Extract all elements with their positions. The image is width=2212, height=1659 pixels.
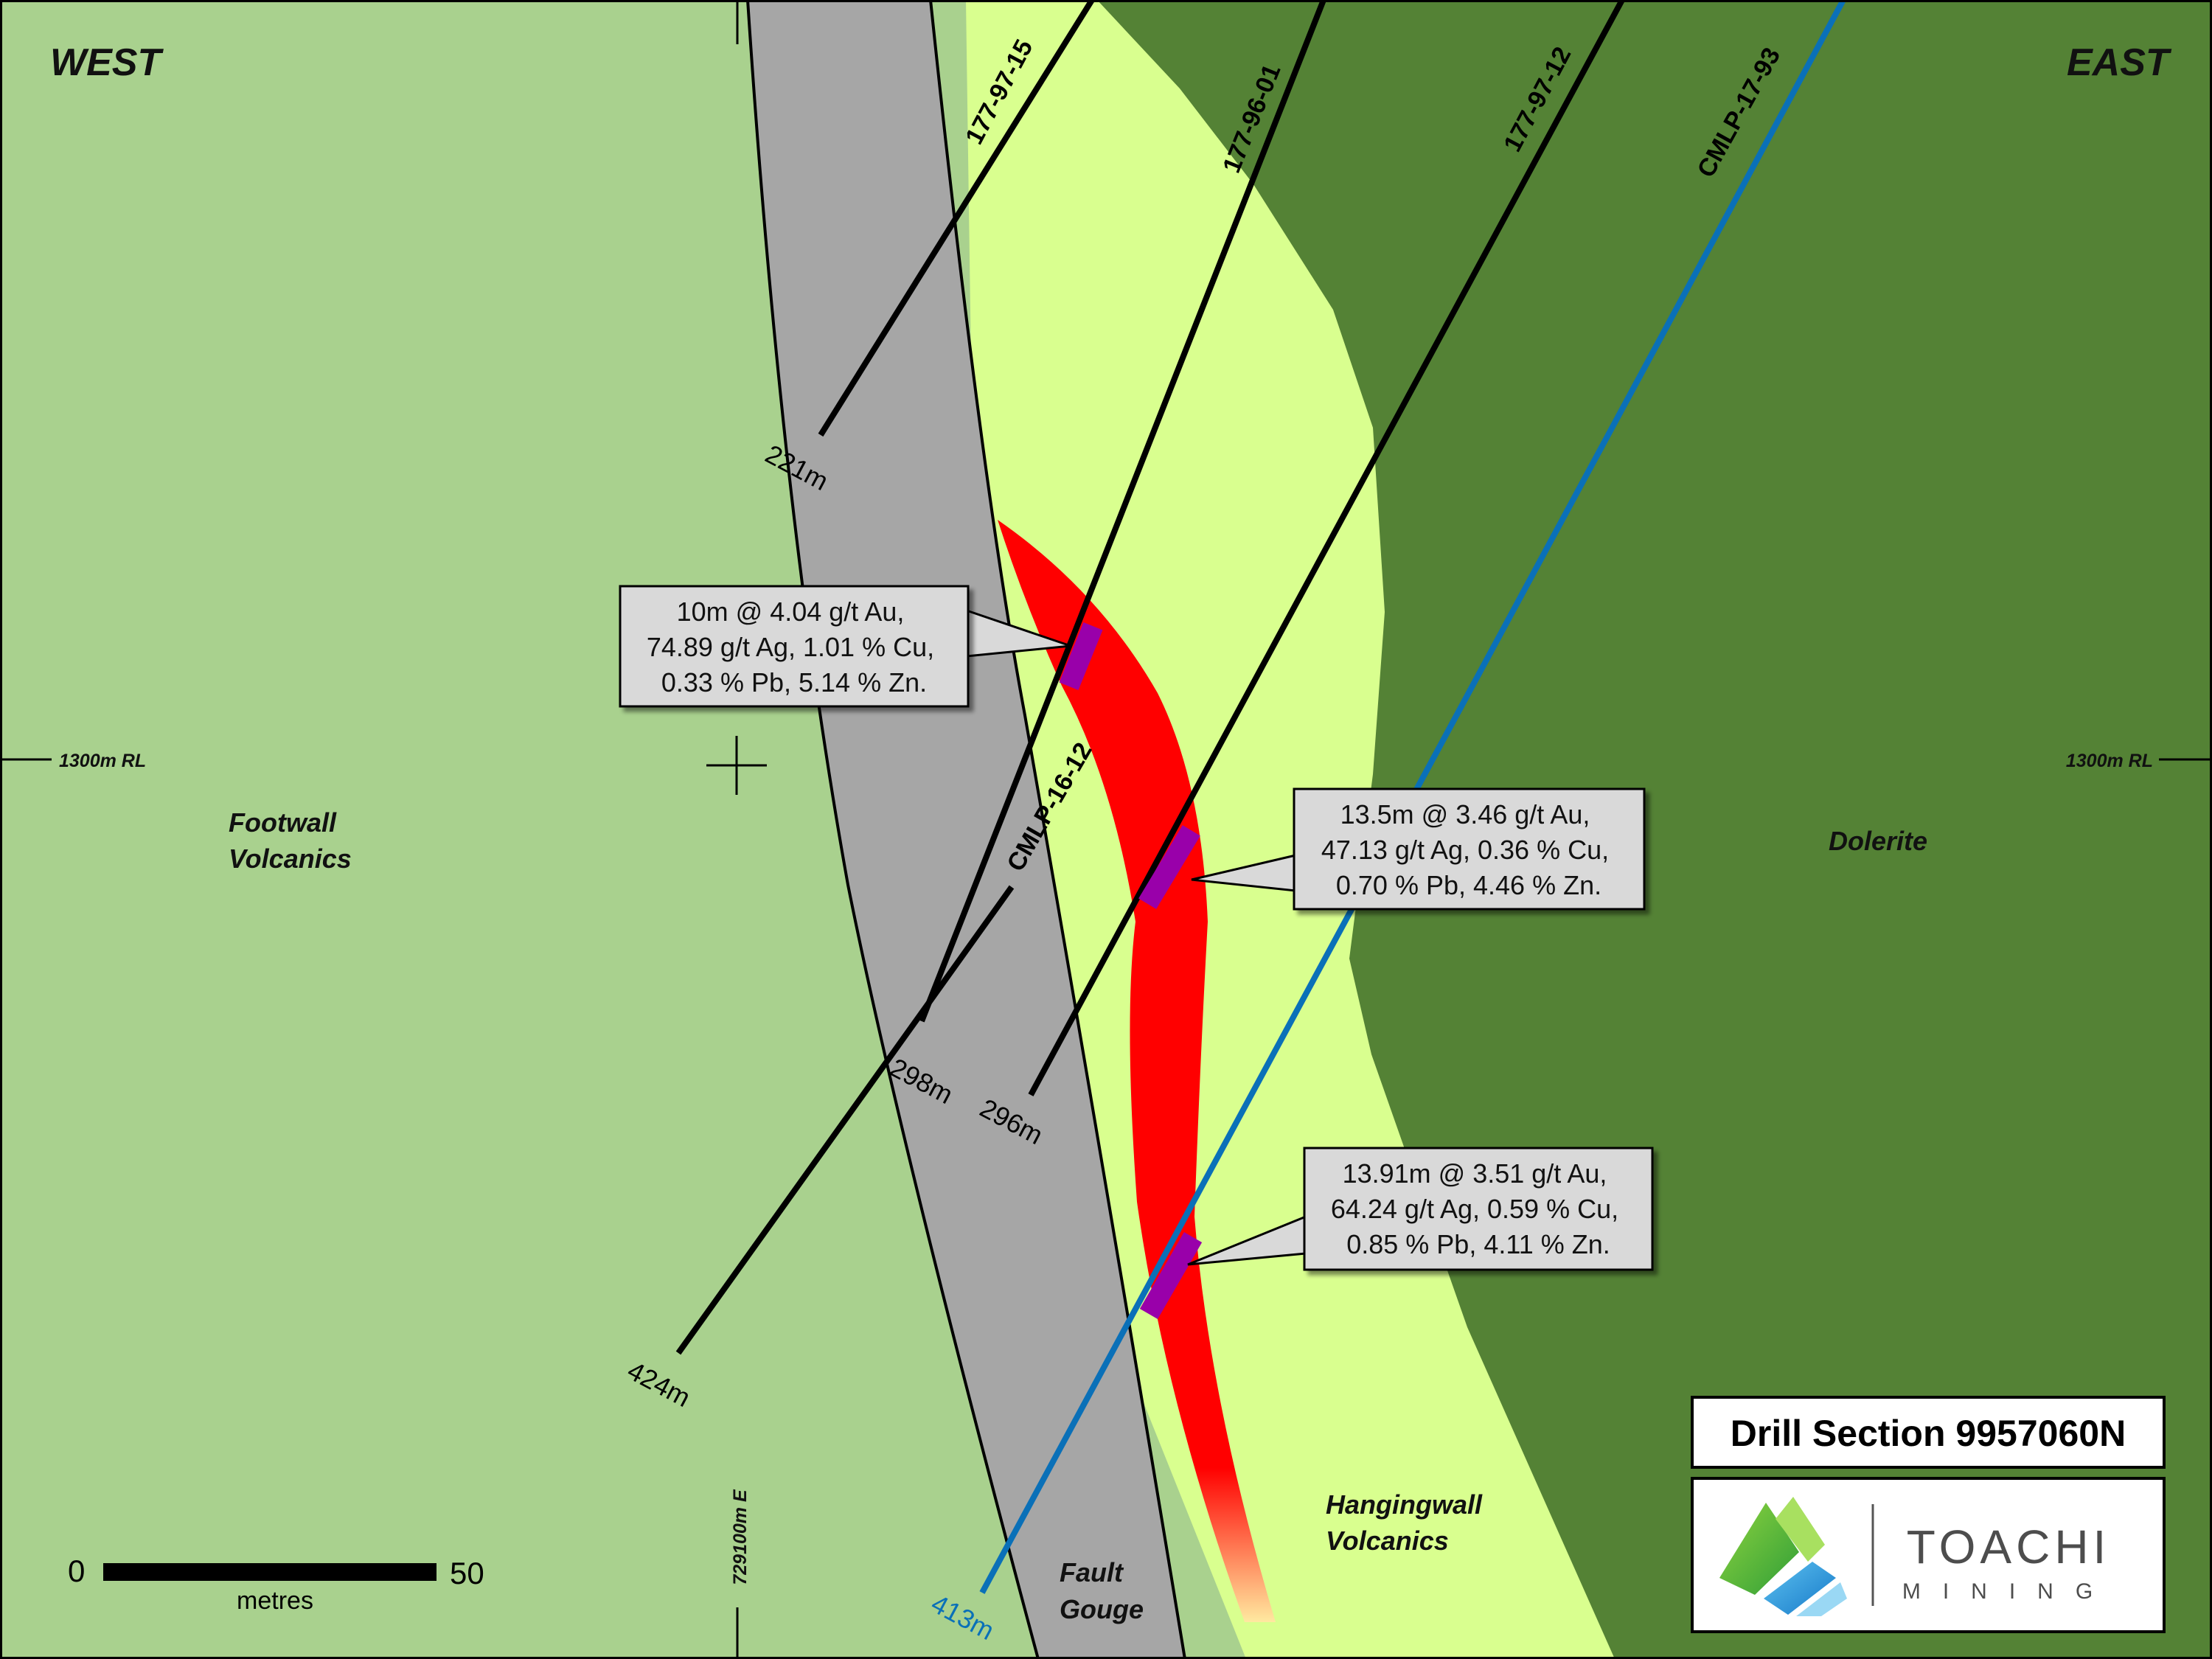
callout-2-line-3: 0.70 % Pb, 4.46 % Zn.: [1336, 870, 1601, 900]
callout-1-line-2: 74.89 g/t Ag, 1.01 % Cu,: [647, 632, 934, 662]
easting-label: 729100m E: [730, 1489, 751, 1585]
scale-max-label: 50: [450, 1556, 484, 1590]
scale-bar: [103, 1563, 437, 1581]
drill-hole-cmlp-16-12: [675, 885, 1015, 1355]
svg-text:13.5m @ 3.46 g/t Au, 47.13: 13.5m @ 3.46 g/t Au, 47.13 g/t Ag, 0.36 …: [1321, 799, 1616, 900]
callout-2-line-2: 47.13 g/t Ag, 0.36 % Cu,: [1321, 835, 1609, 865]
callout-1-line-1: 10m @ 4.04 g/t Au,: [677, 597, 905, 627]
callout-3-line-1: 13.91m @ 3.51 g/t Au,: [1343, 1158, 1607, 1189]
intercept-marker-3: [1139, 1232, 1203, 1319]
west-label: WEST: [50, 41, 164, 84]
drill-hole-177-96-01: [919, 0, 1326, 1023]
drill-hole-177-97-15: [818, 0, 1095, 437]
callout-1-line-3: 0.33 % Pb, 5.14 % Zn.: [661, 667, 927, 698]
rl-label-right: 1300m RL: [2066, 751, 2153, 771]
mineralised-lens: [998, 520, 1276, 1622]
hangingwall-label-line-2: Volcanics: [1326, 1526, 1449, 1556]
callout-3-line-3: 0.85 % Pb, 4.11 % Zn.: [1346, 1229, 1610, 1259]
footwall-label-line-2: Volcanics: [229, 844, 352, 874]
intercept-callout-1: [619, 585, 970, 708]
section-title: Drill Section 9957060N: [1731, 1413, 2126, 1454]
fault-label-line-1: Fault: [1060, 1557, 1124, 1587]
footwall-label-line-1: Footwall: [229, 807, 337, 838]
rl-label-left: 1300m RL: [59, 751, 146, 771]
dolerite-label: Dolerite: [1829, 826, 1927, 856]
hangingwall-label-line-1: Hangingwall: [1326, 1489, 1483, 1520]
callout-3-line-2: 64.24 g/t Ag, 0.59 % Cu,: [1331, 1194, 1618, 1224]
callout-2-line-1: 13.5m @ 3.46 g/t Au,: [1340, 799, 1590, 830]
dolerite-region: [1097, 0, 2212, 1659]
toachi-logo-icon: [1719, 1497, 1847, 1616]
intercept-marker-2: [1138, 825, 1200, 909]
svg-text:10m @ 4.04 g/t Au, 74.89 g: 10m @ 4.04 g/t Au, 74.89 g/t Ag, 1.01 % …: [647, 597, 942, 698]
scale-zero-label: 0: [68, 1554, 85, 1588]
drill-hole-177-97-12: [1028, 0, 1625, 1096]
intercept-callout-2: [1293, 787, 1646, 911]
grid-crosshair: [706, 736, 767, 795]
svg-text:13.91m @ 3.51 g/t Au, 64.2: 13.91m @ 3.51 g/t Au, 64.24 g/t Ag, 0.59…: [1331, 1158, 1626, 1259]
fault-label-line-2: Gouge: [1060, 1594, 1144, 1624]
east-label: EAST: [2067, 41, 2172, 84]
intercept-marker-1: [1059, 622, 1103, 691]
scale-unit-label: metres: [237, 1587, 313, 1615]
intercept-callout-3: [1303, 1147, 1654, 1271]
logo-wordmark: TOACHI: [1907, 1520, 2111, 1573]
logo-subword: MINING: [1902, 1579, 2115, 1604]
title-box: [1691, 1396, 2166, 1469]
